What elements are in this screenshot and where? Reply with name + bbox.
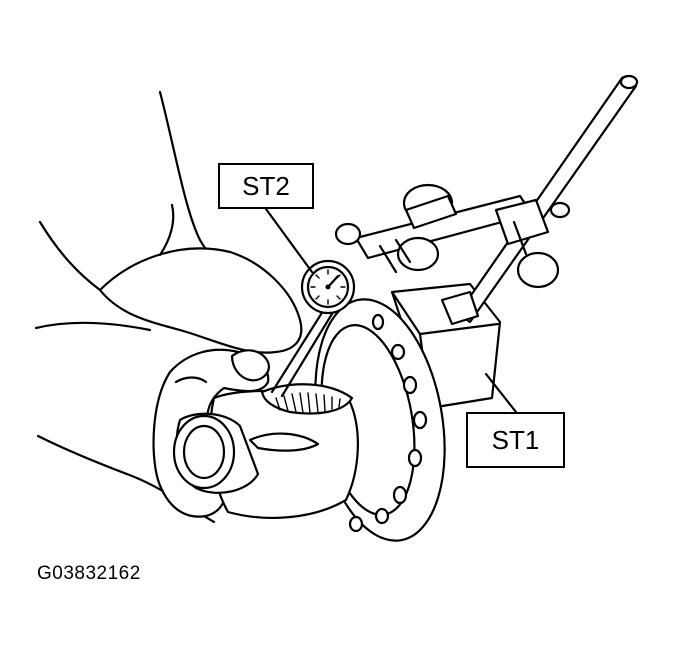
indicator-stand — [334, 74, 639, 326]
differential-case — [172, 282, 502, 542]
operator-hand-back — [34, 90, 303, 354]
dial-gauge — [270, 259, 356, 398]
gear-teeth — [275, 392, 341, 414]
figure-code: G03832162 — [37, 563, 141, 584]
st2-label: ST2 — [218, 163, 314, 209]
st1-leader-line — [484, 372, 518, 414]
st1-label: ST1 — [466, 412, 565, 468]
st2-leader-line — [264, 207, 314, 274]
